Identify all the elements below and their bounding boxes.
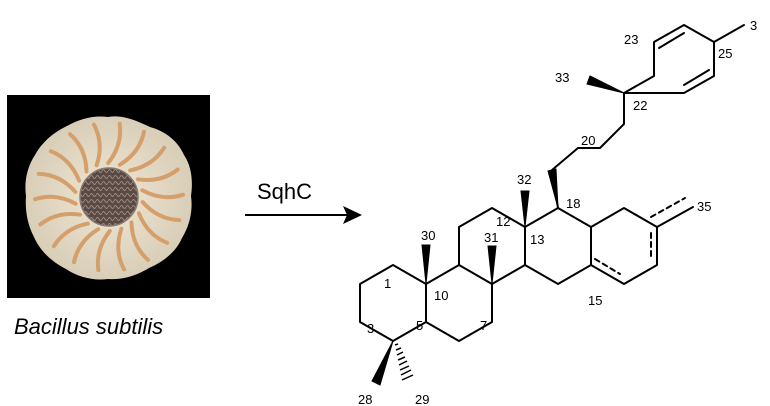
colony-ridge (117, 129, 146, 167)
atom-label-25: 25 (718, 46, 732, 61)
colony-ridges (33, 121, 185, 273)
atom-label-22: 22 (633, 98, 647, 113)
stereo-bonds (371, 75, 625, 386)
atom-label-20: 20 (581, 133, 595, 148)
colony-ridge (116, 226, 127, 272)
atom-label-7: 7 (480, 318, 487, 333)
colony-ridge (129, 220, 150, 262)
colony-ridge (140, 200, 182, 223)
atom-label-29: 29 (415, 392, 429, 406)
molecule-structure (359, 24, 745, 342)
colony-ridge (36, 171, 78, 194)
atom-label-28: 28 (358, 392, 372, 406)
atom-label-32: 32 (517, 172, 531, 187)
colony-ridge (106, 121, 123, 165)
colony-ridge (136, 167, 180, 182)
colony-ridge (38, 212, 82, 227)
colony-photo (7, 95, 210, 298)
enzyme-label: SqhC (257, 179, 312, 204)
atom-label-10: 10 (434, 288, 448, 303)
atom-label-18: 18 (566, 196, 580, 211)
atom-label-5: 5 (416, 318, 423, 333)
atom-label-33: 33 (555, 70, 569, 85)
colony-ridge (72, 227, 101, 265)
atom-label-methyl-3: 3 (750, 18, 757, 33)
colony-ridge (91, 122, 102, 168)
atom-label-3: 3 (367, 321, 374, 336)
colony-ridge (140, 188, 185, 200)
atom-label-31: 31 (484, 230, 498, 245)
colony-ridge (51, 221, 90, 249)
atom-labels: 1 3 5 7 10 12 13 15 18 20 22 23 25 28 29… (358, 18, 757, 406)
colony-center (80, 168, 138, 226)
colony-ridge (136, 211, 170, 245)
reaction-arrow (245, 206, 362, 224)
atom-label-13: 13 (530, 232, 544, 247)
colony-ridge (48, 149, 82, 183)
atom-label-12: 12 (496, 214, 510, 229)
colony-ridge (95, 229, 112, 273)
atom-label-30: 30 (421, 228, 435, 243)
colony-ridge (68, 132, 89, 174)
atom-label-1: 1 (384, 276, 391, 291)
colony-ridge (128, 145, 167, 173)
atom-label-15: 15 (588, 293, 602, 308)
atom-label-23: 23 (624, 32, 638, 47)
atom-label-35: 35 (697, 199, 711, 214)
organism-caption: Bacillus subtilis (14, 314, 163, 339)
colony-ridge (33, 194, 78, 206)
